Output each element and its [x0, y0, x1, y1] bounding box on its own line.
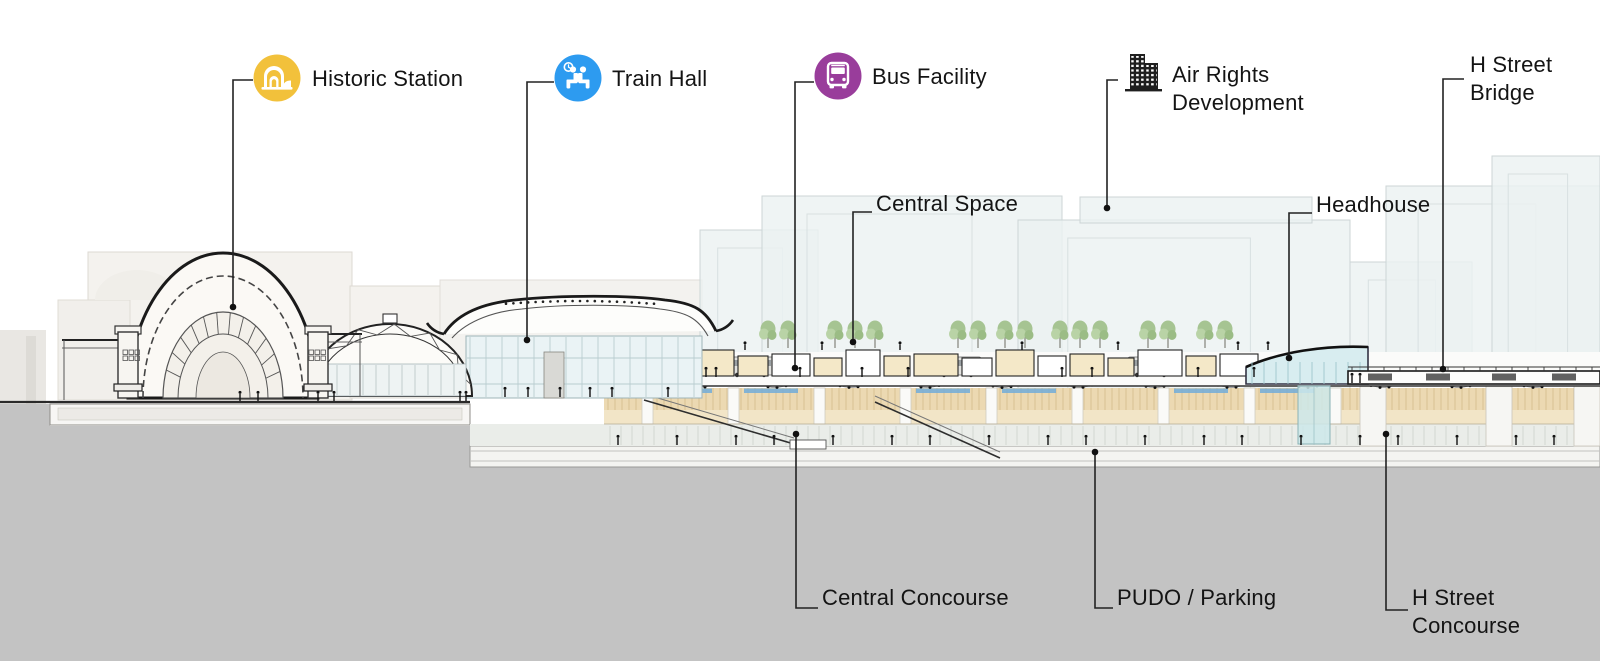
leader-dot-headhouse — [1285, 354, 1293, 362]
callout-label-air-rights-development: Air Rights Development — [1172, 62, 1304, 115]
leader-dot-pudo-parking — [1091, 448, 1099, 456]
train-hall-building — [425, 294, 735, 399]
callout-label-h-street-bridge: H Street Bridge — [1470, 52, 1553, 105]
h-street-bridge-deck — [1347, 370, 1600, 385]
train-platform-band — [604, 387, 1600, 425]
callout-label-central-concourse: Central Concourse — [822, 585, 1009, 610]
leader-air-rights-development — [1106, 79, 1118, 206]
right-structures — [1245, 345, 1600, 445]
roof-trees — [759, 320, 1234, 348]
leader-dot-h-street-bridge — [1439, 365, 1447, 373]
callout-label-h-street-concourse: H Street Concourse — [1412, 585, 1521, 638]
leader-bus-facility — [794, 81, 814, 366]
leader-dot-h-street-concourse — [1382, 430, 1390, 438]
people-figures — [238, 341, 1556, 445]
leader-dot-central-space — [849, 338, 857, 346]
historic-station-icon — [253, 54, 301, 102]
air-rights-development-icon — [1125, 54, 1162, 92]
leader-historic-station — [232, 79, 253, 305]
bus-facility-icon — [814, 52, 862, 100]
historic-station-building — [62, 251, 362, 400]
leader-headhouse — [1288, 212, 1312, 356]
leader-dot-central-concourse — [792, 430, 800, 438]
leader-train-hall — [526, 81, 554, 338]
callout-label-pudo-parking: PUDO / Parking — [1117, 585, 1277, 610]
leader-dot-bus-facility — [791, 364, 799, 372]
leader-h-street-concourse — [1385, 436, 1408, 611]
leader-pudo-parking — [1094, 454, 1113, 609]
leader-dot-historic-station — [229, 303, 237, 311]
ground — [0, 400, 1600, 661]
leader-central-concourse — [795, 436, 818, 609]
leader-lines — [229, 78, 1464, 611]
callout-label-train-hall: Train Hall — [612, 66, 708, 91]
train-hall-icon — [554, 54, 602, 102]
callout-label-bus-facility: Bus Facility — [872, 64, 987, 89]
leader-dot-train-hall — [523, 336, 531, 344]
leader-central-space — [852, 211, 872, 340]
callout-label-central-space: Central Space — [876, 191, 1019, 216]
callout-label-historic-station: Historic Station — [312, 66, 464, 91]
leader-h-street-bridge — [1442, 78, 1464, 367]
callout-label-headhouse: Headhouse — [1316, 192, 1431, 217]
leader-dot-air-rights-development — [1103, 204, 1111, 212]
